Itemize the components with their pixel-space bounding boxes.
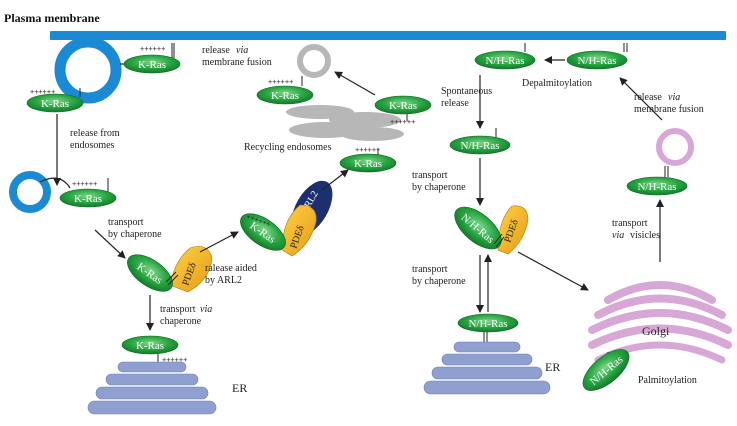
- label-transport: transport: [412, 170, 448, 181]
- label-chaperone: chaperone: [160, 316, 202, 327]
- small-endosome: [9, 171, 51, 213]
- kras-charges: ++++++: [72, 180, 97, 188]
- depalmitoylation-label: Depalmitoylation: [522, 78, 592, 89]
- nhras-vesicle: N/H-Ras: [626, 166, 688, 196]
- arrow-transport-chaperone-left: [94, 229, 126, 259]
- kras-gray-vesicle: ++++++ K-Ras: [256, 76, 314, 105]
- kras-label: K-Ras: [354, 158, 382, 170]
- nhras-pde-complex: PDEδ N/H-Ras: [454, 205, 529, 255]
- nhras-membrane-left: N/H-Ras: [474, 43, 536, 70]
- kras-endosome: ++++++ K-Ras: [26, 88, 84, 113]
- label-membrane-fusion: membrane fusion: [634, 104, 704, 115]
- arrow-endosome-release: [39, 177, 71, 189]
- er-right-label: ER: [545, 360, 560, 374]
- label-via: via: [236, 45, 248, 56]
- golgi-label: Golgi: [642, 324, 670, 338]
- label-via: via: [612, 230, 624, 241]
- palmitoylation-label: Palmitoylation: [638, 375, 697, 386]
- kras-label: K-Ras: [74, 193, 102, 205]
- label-transport: transport: [160, 304, 196, 315]
- nhras-er: N/H-Ras: [457, 313, 519, 343]
- nhras-membrane-right: N/H-Ras: [566, 43, 628, 70]
- label-release-aided: ralease aided: [205, 263, 257, 274]
- nhras-label: N/H-Ras: [468, 318, 507, 330]
- label-release: release: [441, 98, 469, 109]
- arrow-to-recycling: [321, 169, 349, 191]
- arrow-to-golgi: [517, 251, 589, 291]
- kras-label: K-Ras: [271, 90, 299, 102]
- nhras-label: N/H-Ras: [460, 140, 499, 152]
- label-release-from: release from: [70, 128, 120, 139]
- kras-label: K-Ras: [138, 59, 166, 71]
- nhras-label: N/H-Ras: [485, 55, 524, 67]
- arrow-to-gray-vesicle: [334, 71, 376, 96]
- label-release: release: [202, 45, 230, 56]
- recycling-endosomes-label: Recycling endosomes: [244, 142, 332, 153]
- nhras-label: N/H-Ras: [577, 55, 616, 67]
- er-left-label: ER: [232, 381, 247, 395]
- kras-pde-arl2-complex: ARL2 PDEδ K-Ras ++++++: [240, 180, 333, 257]
- kras-charges: ++++++: [390, 118, 415, 126]
- label-membrane-fusion: membrane fusion: [202, 57, 272, 68]
- kras-membrane: ++++++ K-Ras: [123, 43, 181, 74]
- label-by-arl2: by ARL2: [205, 275, 242, 286]
- nhras-free: N/H-Ras: [449, 128, 511, 155]
- kras-charges: ++++++: [162, 356, 187, 364]
- label-spontaneous: Spontaneous: [441, 86, 492, 97]
- label-transport: transport: [612, 218, 648, 229]
- label-via: via: [668, 92, 680, 103]
- kras-free: ++++++ K-Ras: [59, 178, 117, 208]
- recycling-endosomes: [286, 105, 404, 141]
- fusing-endosome: [54, 36, 122, 104]
- er-left: [87, 361, 217, 415]
- plasma-membrane-label: Plasma membrane: [4, 11, 100, 25]
- gray-vesicle: [297, 44, 331, 78]
- kras-charges: ++++++: [140, 45, 165, 53]
- kras-charges: ++++++: [355, 146, 380, 154]
- pink-vesicle: [656, 128, 694, 166]
- label-release: release: [634, 92, 662, 103]
- label-visicles: visicles: [630, 230, 660, 241]
- arrow-to-arl2: [199, 231, 239, 253]
- kras-er: K-Ras ++++++: [121, 335, 187, 365]
- kras-recycled: K-Ras ++++++: [339, 146, 397, 173]
- arrow-release-fusion-right: [619, 77, 663, 121]
- label-by-chaperone: by chaperone: [108, 229, 162, 240]
- kras-pde-complex-left: PDEδ K-Ras: [127, 246, 213, 293]
- label-endosomes: endosomes: [70, 140, 115, 151]
- kras-label: K-Ras: [389, 100, 417, 112]
- kras-charges: ++++++: [268, 78, 293, 86]
- er-right: [423, 341, 551, 395]
- kras-label: K-Ras: [41, 98, 69, 110]
- label-via: via: [200, 304, 212, 315]
- golgi: [588, 281, 732, 364]
- kras-on-recycling: K-Ras ++++++: [374, 95, 432, 126]
- label-transport: transport: [108, 217, 144, 228]
- plasma-membrane: [50, 31, 726, 40]
- label-transport: transport: [412, 264, 448, 275]
- kras-label: K-Ras: [136, 340, 164, 352]
- label-by-chaperone: by chaperone: [412, 276, 466, 287]
- label-by-chaperone: by chaperone: [412, 182, 466, 193]
- kras-charges: ++++++: [30, 88, 55, 96]
- nhras-label: N/H-Ras: [637, 181, 676, 193]
